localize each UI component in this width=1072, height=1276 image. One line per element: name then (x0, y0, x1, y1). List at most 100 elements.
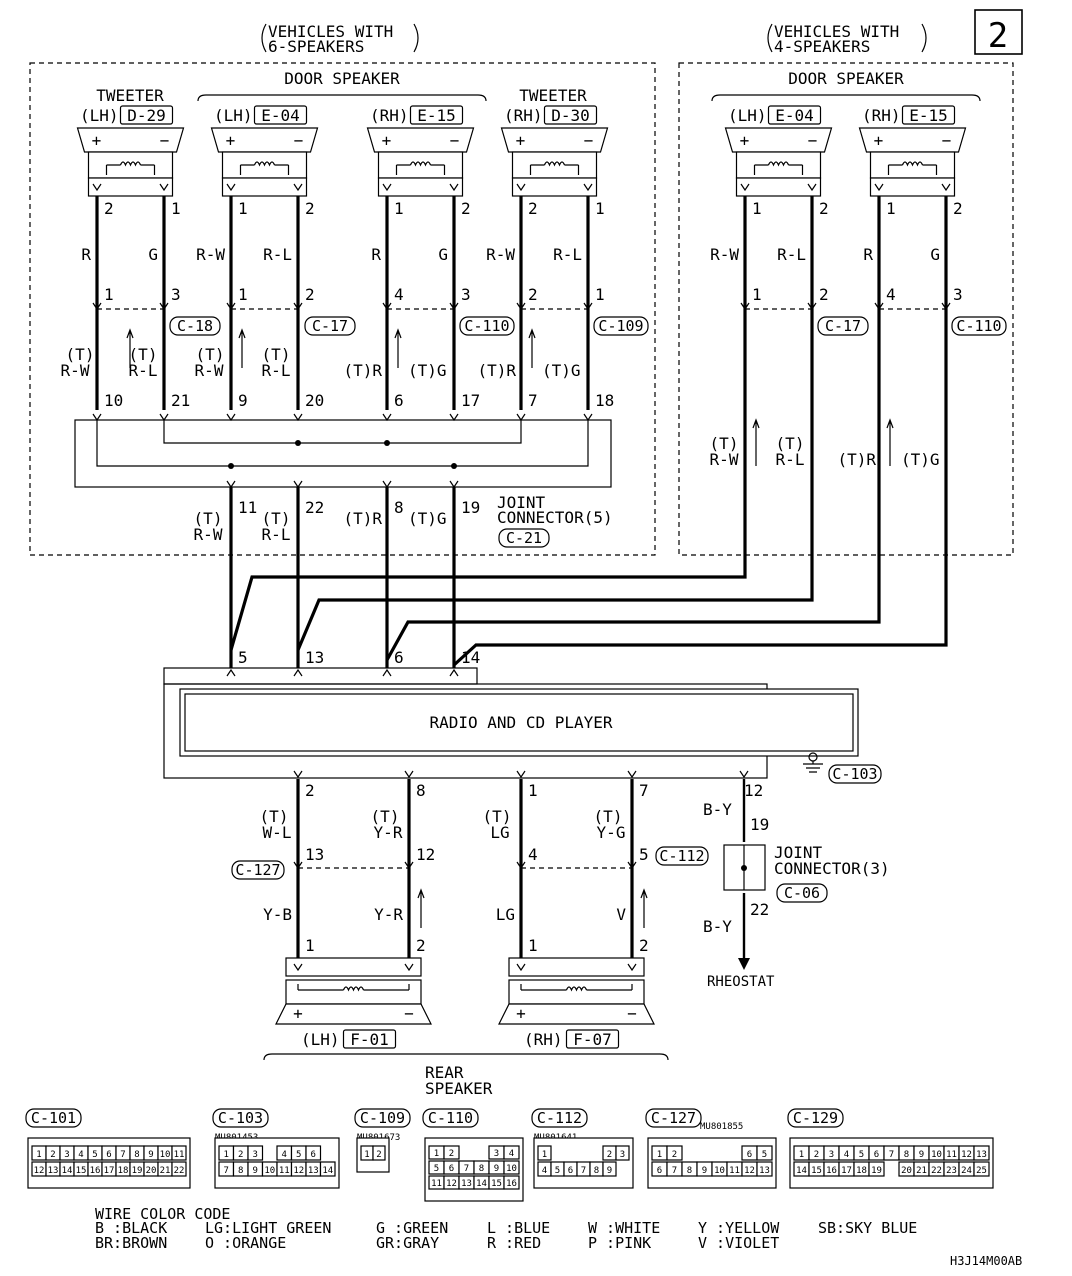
connector-pin-label: 1 (36, 1150, 41, 1160)
speaker-horn-icon (275, 1003, 432, 1025)
connector-cavity (973, 1161, 990, 1177)
coil-icon (565, 986, 588, 992)
page-number-box (974, 9, 1023, 55)
connector-pin-label: 1 (799, 1150, 804, 1160)
current-arrow-icon (528, 328, 536, 368)
speaker-horn-icon (724, 127, 833, 153)
wire-color-label: R-W (486, 245, 515, 264)
speaker-code-label: D-29 (127, 106, 166, 125)
legend-entry: BR:BROWN (95, 1234, 167, 1252)
legend-title: WIRE COLOR CODE (95, 1205, 230, 1223)
group-title-6-line1: VEHICLES WITH (268, 22, 393, 41)
coil-icon (119, 161, 142, 167)
radio-top-tab (163, 667, 478, 685)
connector-pin-label: 2 (607, 1150, 612, 1160)
page-number: 2 (988, 16, 1008, 56)
speaker-pin-number: 1 (595, 199, 605, 218)
wire-color-label: R-W (710, 450, 739, 469)
connector-cavity (756, 1145, 773, 1161)
terminal-icon (293, 668, 303, 677)
coil-icon (901, 161, 924, 167)
connector-pin-label: 12 (744, 1166, 755, 1176)
radio-label: RADIO AND CD PLAYER (429, 713, 612, 732)
c-21-badge (498, 528, 550, 548)
connector-pin-label: 14 (322, 1166, 333, 1176)
speaker-side-label: (LH) (728, 106, 767, 125)
terminal-icon (382, 668, 392, 677)
minus-sign: − (294, 131, 304, 150)
speaker-horn-icon (210, 127, 319, 153)
coil-lead (520, 984, 633, 991)
current-arrow-icon (417, 888, 425, 928)
wire-color-label: R-W (194, 525, 223, 544)
minus-sign: − (404, 1004, 414, 1023)
connector-pin-label: 20 (146, 1166, 157, 1176)
door-speaker-brace-6 (197, 94, 487, 102)
connector-pin-label: 9 (702, 1166, 707, 1176)
speaker-side-label: (RH) (524, 1030, 563, 1049)
door-speaker-header-4: DOOR SPEAKER (788, 69, 904, 88)
tag-label: (T) (194, 509, 223, 528)
speaker-body (508, 979, 645, 1005)
connector-pin-label: 5 (434, 1164, 439, 1174)
connector-pin-label: 1 (434, 1149, 439, 1159)
paren-right (413, 23, 419, 53)
connector-code-badge (787, 1108, 844, 1128)
connector-pin-label: 10 (160, 1150, 171, 1160)
wire-color-label: Y-B (263, 905, 292, 924)
speaker-pin-number: 2 (819, 199, 829, 218)
connector-pin-label: 14 (476, 1179, 487, 1189)
terminal-icon (807, 302, 817, 311)
connector-pin-label: 9 (253, 1166, 258, 1176)
connector-pin-label: 6 (568, 1166, 573, 1176)
4spk-wire (296, 540, 814, 651)
connector-cavity (756, 1161, 773, 1177)
speaker-code-box (253, 105, 308, 125)
speaker-terminal-block (508, 957, 645, 977)
c-110-label: C-110 (956, 317, 1001, 335)
legend-entry: G :GREEN (376, 1219, 448, 1237)
c-06-label: C-06 (784, 884, 820, 902)
terminal-icon (293, 302, 303, 311)
terminal-icon (293, 770, 303, 779)
wire-color-label: R (863, 245, 873, 264)
plus-sign: + (516, 1004, 526, 1023)
connector-pin-number: 5 (639, 845, 649, 864)
paren-left (767, 23, 773, 53)
terminal-icon (449, 413, 459, 422)
connector-pin-label: 4 (78, 1150, 83, 1160)
coil-icon (409, 161, 432, 167)
coil-icon (342, 986, 365, 992)
connector-pin-number: 13 (305, 845, 324, 864)
speaker-code-box (565, 1029, 620, 1049)
legend-entry: L :BLUE (487, 1219, 550, 1237)
rheostat-color-2: B-Y (703, 917, 732, 936)
connector-pin-label: 5 (92, 1150, 97, 1160)
connector-pin-label: 22 (931, 1166, 942, 1176)
connector-pin-label: 24 (961, 1166, 972, 1176)
terminal-icon (226, 480, 236, 489)
connector-pin-label: 17 (841, 1166, 852, 1176)
connector-pin-label: 5 (555, 1166, 560, 1176)
connector-pin-label: 9 (148, 1150, 153, 1160)
connector-cavity (537, 1145, 552, 1161)
radio-pin-bottom: 1 (528, 781, 538, 800)
connector-pin-label: 3 (494, 1149, 499, 1159)
coil-icon (767, 161, 790, 167)
joint-pin-top: 20 (305, 391, 324, 410)
c-21-label: C-21 (506, 529, 542, 547)
connector-pin-label: 14 (796, 1166, 807, 1176)
connector-cavity (503, 1145, 520, 1160)
connector-pin-label: 15 (76, 1166, 87, 1176)
speaker-code-label: E-15 (909, 106, 948, 125)
connector-cavity (602, 1161, 617, 1177)
connector-pin-label: 11 (431, 1179, 442, 1189)
group-title-6-line2: 6-SPEAKERS (268, 37, 364, 56)
terminal-icon (293, 963, 414, 972)
connector-pin-number: 2 (305, 285, 315, 304)
terminal-icon (382, 183, 392, 192)
terminal-icon (583, 183, 593, 192)
connector-pin-label: 21 (916, 1166, 927, 1176)
